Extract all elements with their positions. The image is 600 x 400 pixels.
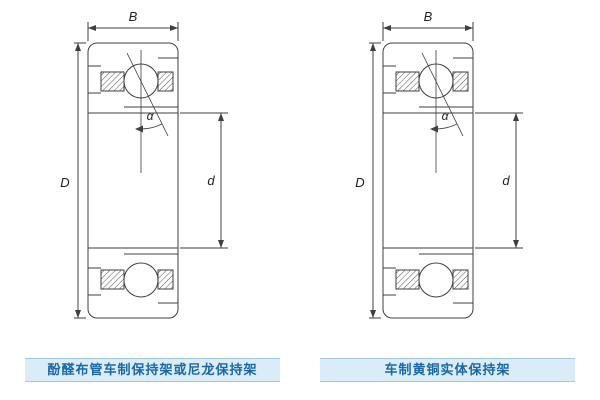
cage-hatch (395, 71, 419, 92)
outer-diameter-dim-label: D (60, 175, 69, 190)
arrowhead (74, 310, 81, 318)
caption-left-text: 酚醛布管车制保持架或尼龙保持架 (47, 362, 258, 377)
bearing-diagram-left: B D d α (60, 9, 228, 319)
bore-dim-label: d (207, 173, 215, 188)
arrowhead (512, 113, 519, 121)
width-dim-label: B (128, 9, 137, 24)
arrowhead (87, 25, 96, 31)
bore-dim-label: d (502, 173, 510, 188)
angle-arrowhead (134, 125, 143, 133)
ball-bottom (418, 262, 453, 298)
arrowhead (369, 43, 376, 51)
d-outer-dimension (73, 42, 86, 319)
figure-right: B D d α 车制黄铜实体保持架 (320, 8, 575, 400)
caption-right: 车制黄铜实体保持架 (320, 358, 575, 382)
bearing-diagram-right: B D d α (355, 9, 523, 319)
contact-angle-line (126, 52, 168, 137)
angle-arc (435, 123, 457, 130)
cage-hatch (157, 269, 173, 290)
bearing-outline (382, 42, 473, 319)
angle-arrowhead (429, 125, 438, 133)
contact-angle-label: α (441, 109, 449, 123)
cage-hatch (452, 71, 468, 92)
figure-left: B D d α 酚醛布管车制保持架或尼龙保持架 (25, 8, 280, 400)
d-bore-dimension (179, 112, 228, 249)
arrowhead (464, 25, 473, 31)
cage-hatch (395, 269, 419, 290)
top-section-lines (87, 57, 178, 114)
cage-hatch (100, 269, 124, 290)
arrowhead (512, 240, 519, 248)
cage-hatch (100, 71, 124, 92)
contact-angle-label: α (146, 109, 154, 123)
top-section-lines (382, 57, 473, 114)
bearing-outline (87, 42, 178, 319)
arrowhead (217, 240, 224, 248)
d-outer-dimension (368, 42, 381, 319)
outer-diameter-dim-label: D (355, 175, 364, 190)
arrowhead (169, 25, 178, 31)
cage-hatch (452, 269, 468, 290)
arrowhead (217, 113, 224, 121)
arrowhead (369, 310, 376, 318)
arrowhead (382, 25, 391, 31)
cage-hatch (157, 71, 173, 92)
width-dim-label: B (423, 9, 432, 24)
contact-angle-line (421, 52, 463, 137)
caption-right-text: 车制黄铜实体保持架 (384, 362, 511, 377)
d-bore-dimension (474, 112, 523, 249)
arrowhead (74, 43, 81, 51)
b-dimension (382, 22, 473, 41)
caption-left: 酚醛布管车制保持架或尼龙保持架 (25, 358, 280, 382)
bottom-section-lines (382, 247, 473, 304)
bottom-section-lines (87, 247, 178, 304)
angle-arc (140, 123, 162, 130)
b-dimension (87, 22, 178, 41)
ball-bottom (123, 262, 158, 298)
